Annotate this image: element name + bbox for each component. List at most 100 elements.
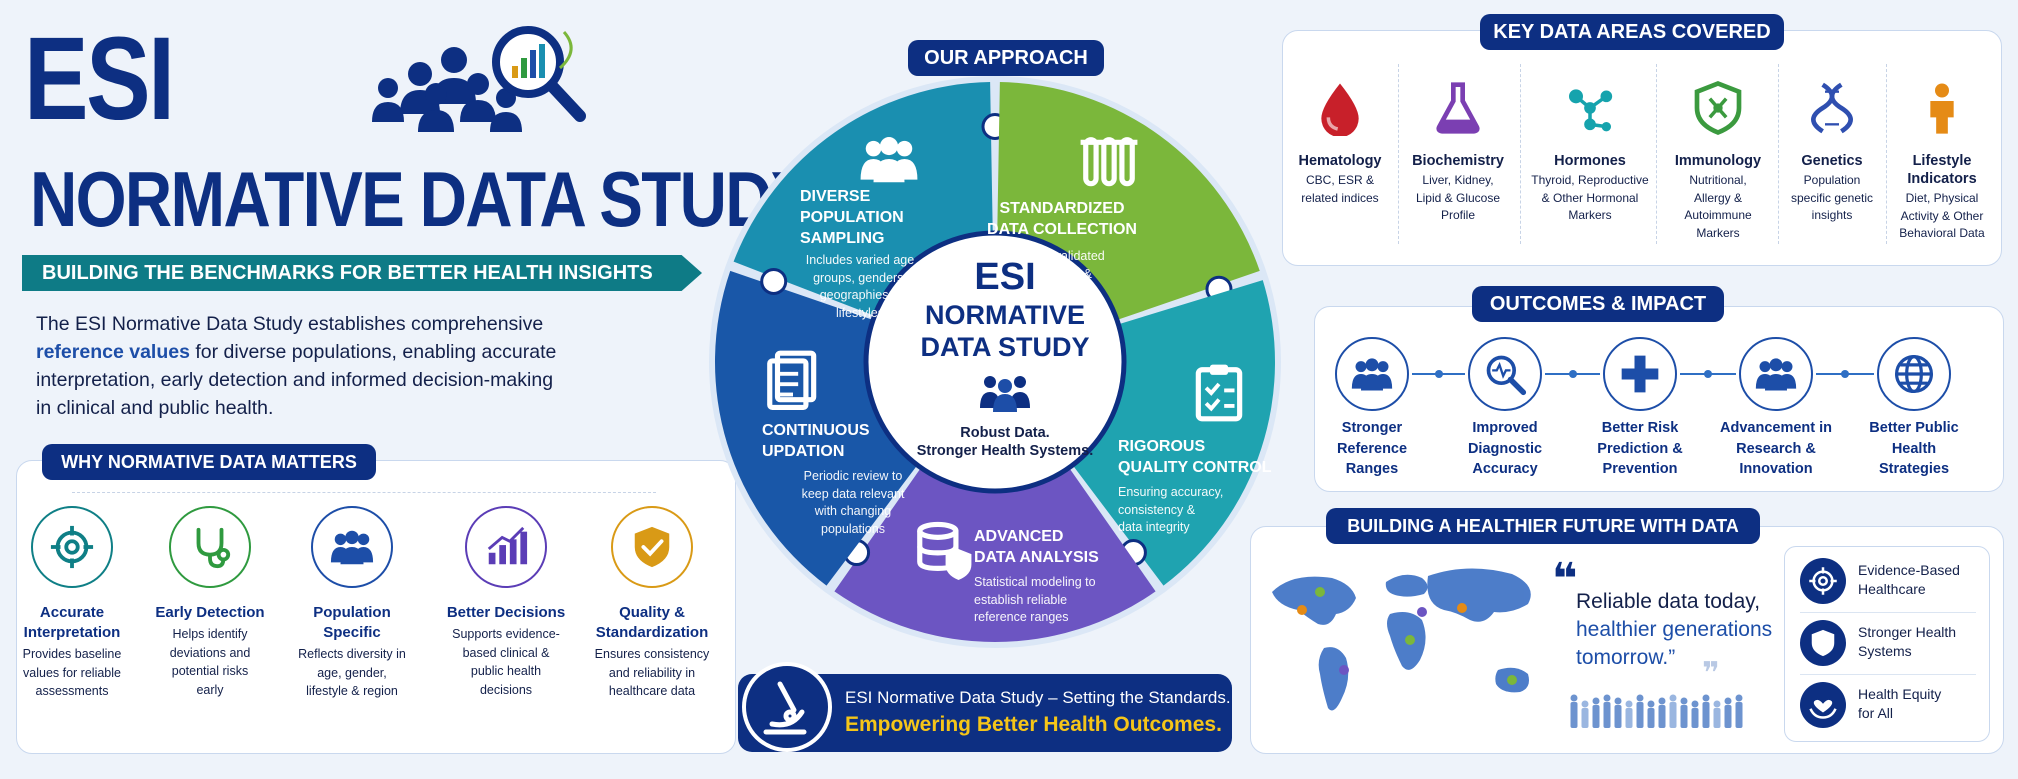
approach-segment-2 — [997, 82, 1260, 322]
open-quote-icon: ❝ — [1552, 555, 1578, 604]
outcome-label-1-3: Ranges — [1345, 461, 1399, 477]
outcome-icon-circle-5 — [1877, 337, 1951, 411]
segment-desc-5-1: Periodic review to — [803, 469, 903, 483]
segment-desc-5-3: with changing — [814, 504, 892, 518]
outcome-label-5-3: Strategies — [1878, 461, 1950, 477]
benefit-label-1-1: Evidence-Based — [1858, 562, 1960, 578]
molecule-icon — [1562, 80, 1618, 136]
outcome-label-3-2: Prediction & — [1597, 440, 1683, 457]
segment-desc-2-1: Using validated — [1019, 249, 1105, 263]
key-desc-1-1: CBC, ESR & — [1305, 173, 1374, 187]
key-title-5-1: Genetics — [1801, 153, 1863, 169]
outcome-label-2-1: Improved — [1472, 420, 1538, 436]
intro-line-1: The ESI Normative Data Study establishes… — [36, 313, 544, 335]
flask-icon — [1430, 80, 1486, 136]
shield-check-icon — [1808, 628, 1838, 658]
outcome-icon-circle-3 — [1603, 337, 1677, 411]
why-desc-4-2: based clinical & — [462, 645, 550, 660]
outcome-icon-circle-2 — [1468, 337, 1542, 411]
segment-desc-2-3: calibrated — [1034, 284, 1090, 298]
segment-desc-4-3: reference ranges — [974, 610, 1069, 624]
center-title-3: DATA STUDY — [920, 332, 1090, 362]
approach-segment-1 — [733, 82, 993, 318]
crowd-person-4 — [1603, 694, 1611, 728]
benefit-icon-circle-2 — [1800, 620, 1846, 666]
outcome-label-2-2: Diagnostic — [1467, 440, 1543, 457]
benefit-label-2-1: Stronger Health — [1858, 624, 1957, 640]
key-desc-5-1: Population — [1803, 173, 1861, 187]
dna-icon — [1804, 80, 1860, 136]
benefit-label-1-2: Healthcare — [1858, 581, 1926, 597]
key-separator-2 — [1520, 64, 1521, 244]
intro-line-2: reference values for diverse populations… — [36, 338, 696, 366]
why-desc-2-3: potential risks — [171, 664, 249, 678]
key-separator-5 — [1886, 64, 1887, 244]
segment-title-2-1: STANDARDIZED — [999, 200, 1125, 217]
globe-icon — [1892, 352, 1936, 396]
benefit-icon-circle-1 — [1800, 558, 1846, 604]
key-desc-3-2: & Other Hormonal — [1541, 190, 1639, 205]
key-desc-6-3: Behavioral Data — [1899, 226, 1985, 240]
center-tagline-2: Stronger Health Systems. — [916, 443, 1094, 459]
why-connector — [72, 492, 656, 508]
outcome-label-2-3: Accuracy — [1472, 461, 1538, 477]
crowd-person-16 — [1735, 694, 1743, 728]
key-areas-panel — [1282, 30, 2002, 266]
center-title-1: ESI — [974, 256, 1036, 298]
intro-line-2-rest: for diverse populations, enabling accura… — [189, 341, 557, 363]
tagline-ribbon — [22, 255, 702, 291]
why-desc-2-4: early — [196, 682, 224, 697]
microscope-badge — [742, 662, 832, 752]
segment-desc-1-3: geographies & — [819, 288, 901, 302]
outcome-label-1-1: Stronger — [1341, 420, 1403, 436]
outcome-label-5-2: Health — [1891, 440, 1937, 457]
key-desc-2-1: Liver, Kidney, — [1422, 173, 1494, 187]
crowd-person-14 — [1713, 700, 1721, 728]
why-desc-2-1: Helps identify — [172, 627, 248, 641]
segment-desc-3-1: Ensuring accuracy, — [1118, 485, 1224, 499]
why-desc-4-3: public health — [470, 664, 542, 678]
why-icon-circle-4 — [465, 506, 547, 588]
outcome-icon-circle-4 — [1739, 337, 1813, 411]
crowd-person-8 — [1647, 700, 1655, 728]
segment-title-4-1: ADVANCED — [974, 528, 1064, 545]
segment-divider-dot-5 — [760, 267, 788, 295]
why-desc-1-3: assessments — [35, 684, 109, 698]
key-areas-heading: KEY DATA AREAS COVERED — [1480, 14, 1784, 50]
crowd-person-12 — [1691, 700, 1699, 728]
test-tubes-icon — [1078, 132, 1140, 194]
segment-desc-4-1: Statistical modeling to — [974, 575, 1096, 589]
blood-drop-icon — [1312, 80, 1368, 136]
outcome-connector-dot-4 — [1841, 370, 1849, 378]
outcome-connector-dot-3 — [1704, 370, 1712, 378]
why-desc-4-1: Supports evidence- — [452, 627, 560, 641]
why-title-3-1: Population — [313, 604, 391, 621]
center-title-2: NORMATIVE — [925, 300, 1085, 330]
key-desc-4-2: Allergy & — [1693, 190, 1743, 205]
target-icon — [1808, 566, 1838, 596]
segment-desc-2-2: methods & — [1032, 266, 1092, 281]
tagline: BUILDING THE BENCHMARKS FOR BETTER HEALT… — [42, 262, 653, 284]
key-desc-3-3: Markers — [1568, 208, 1612, 222]
database-shield-icon — [912, 518, 974, 580]
why-desc-3-3: lifestyle & region — [306, 684, 398, 698]
key-desc-3-1: Thyroid, Reproductive — [1531, 173, 1649, 187]
people-icon — [1754, 352, 1798, 396]
key-title-2-1: Biochemistry — [1412, 153, 1504, 169]
approach-heading: OUR APPROACH — [908, 40, 1104, 76]
target-icon — [49, 524, 95, 570]
segment-desc-4-2: establish reliable — [974, 592, 1068, 607]
outcomes-heading: OUTCOMES & IMPACT — [1472, 286, 1724, 322]
why-title-3-2: Specific — [323, 624, 381, 641]
why-desc-5-3: healthcare data — [608, 684, 696, 698]
magnifier-pulse-icon — [1483, 352, 1527, 396]
immunity-shield-icon — [1690, 80, 1746, 136]
why-title-4-1: Better Decisions — [446, 604, 566, 621]
key-desc-5-2: specific genetic — [1790, 190, 1874, 205]
why-desc-3-2: age, gender, — [317, 665, 387, 680]
benefit-icon-circle-3 — [1800, 682, 1846, 728]
document-icon — [762, 348, 824, 410]
segment-desc-1-1: Includes varied age — [805, 253, 915, 267]
segment-title-4-2: DATA ANALYSIS — [974, 549, 1099, 566]
clipboard-check-icon — [1188, 362, 1250, 424]
